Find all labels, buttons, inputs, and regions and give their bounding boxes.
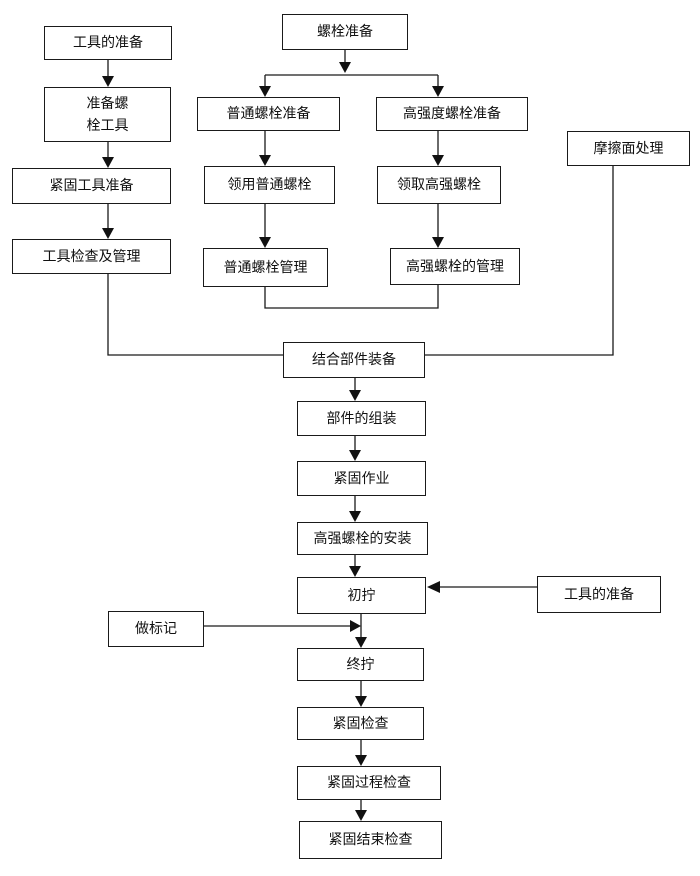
node-final-tighten: 终拧 [297, 648, 424, 681]
arrowhead [432, 86, 444, 97]
node-prep-bolt-tools: 准备螺栓工具 [44, 87, 171, 142]
node-tool-check: 工具检查及管理 [12, 239, 171, 274]
node-mark: 做标记 [108, 611, 204, 647]
node-initial-tighten: 初拧 [297, 577, 426, 614]
node-hs-bolt-prep: 高强度螺栓准备 [376, 97, 528, 131]
node-tool-prep-2: 工具的准备 [537, 576, 661, 613]
connector [264, 285, 439, 309]
arrowhead [427, 581, 440, 593]
arrowhead [355, 696, 367, 707]
node-friction-surface: 摩擦面处理 [567, 131, 690, 166]
arrowhead [355, 810, 367, 821]
arrowhead [349, 390, 361, 401]
arrowhead [349, 450, 361, 461]
node-tighten-tool-prep: 紧固工具准备 [12, 168, 171, 204]
node-tighten-process-check: 紧固过程检查 [297, 766, 441, 800]
arrowhead [355, 637, 367, 648]
node-bolt-prep: 螺栓准备 [282, 14, 408, 50]
node-tighten-check: 紧固检查 [297, 707, 424, 740]
node-get-normal-bolt: 领用普通螺栓 [204, 166, 335, 204]
node-hs-bolt-mgmt: 高强螺栓的管理 [390, 248, 520, 285]
arrowhead [259, 237, 271, 248]
arrowhead [432, 155, 444, 166]
arrowhead [102, 157, 114, 168]
node-combine-parts: 结合部件装备 [283, 342, 425, 378]
node-tool-prep: 工具的准备 [44, 26, 172, 60]
node-hs-bolt-install: 高强螺栓的安装 [297, 522, 428, 555]
arrowhead [102, 76, 114, 87]
arrowhead [102, 228, 114, 239]
connector [425, 166, 614, 356]
node-parts-assembly: 部件的组装 [297, 401, 426, 436]
node-tighten-work: 紧固作业 [297, 461, 426, 496]
arrowhead [432, 237, 444, 248]
node-normal-bolt-prep: 普通螺栓准备 [197, 97, 340, 131]
connector [107, 274, 283, 356]
arrowhead [339, 62, 351, 73]
arrowhead [350, 620, 361, 632]
arrowhead [355, 755, 367, 766]
node-tighten-end-check: 紧固结束检查 [299, 821, 442, 859]
arrowhead [349, 511, 361, 522]
arrowhead [349, 566, 361, 577]
node-get-hs-bolt: 领取高强螺栓 [377, 166, 501, 204]
arrowhead [259, 155, 271, 166]
node-normal-bolt-mgmt: 普通螺栓管理 [203, 248, 328, 287]
arrowhead [259, 86, 271, 97]
